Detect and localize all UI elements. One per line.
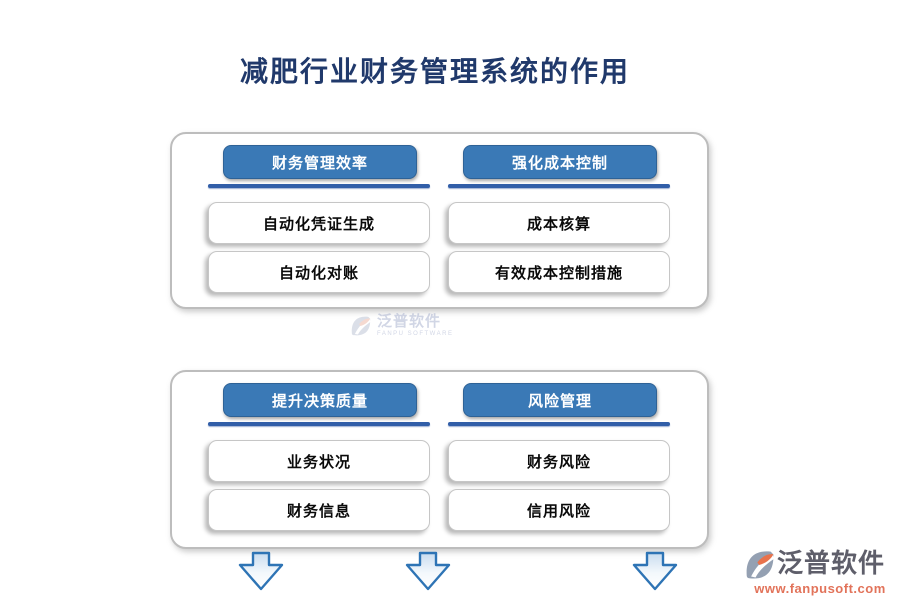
brand-website: www.fanpusoft.com [754, 581, 886, 596]
group-header: 风险管理 [463, 383, 657, 417]
group-risk-management: 风险管理 财务风险 信用风险 [448, 372, 670, 547]
group-header: 强化成本控制 [463, 145, 657, 179]
section-card-bottom: 提升决策质量 业务状况 财务信息 风险管理 财务风险 信用风险 [170, 370, 709, 549]
list-item: 财务风险 [448, 440, 670, 482]
group-header: 提升决策质量 [223, 383, 417, 417]
list-item: 有效成本控制措施 [448, 251, 670, 293]
brand-logo-row: 泛普软件 [744, 549, 896, 581]
group-financial-efficiency: 财务管理效率 自动化凭证生成 自动化对账 [208, 134, 430, 307]
list-item: 自动化对账 [208, 251, 430, 293]
watermark-text: 泛普软件 FANPU SOFTWARE [377, 314, 453, 337]
brand-name: 泛普软件 [777, 548, 886, 578]
list-item: 业务状况 [208, 440, 430, 482]
down-arrow-icon [632, 551, 678, 591]
watermark-brand: 泛普软件 [377, 313, 442, 330]
divider-line [208, 422, 430, 426]
divider-line [448, 184, 670, 188]
group-decision-quality: 提升决策质量 业务状况 财务信息 [208, 372, 430, 547]
watermark-brand-en: FANPU SOFTWARE [377, 331, 454, 337]
section-card-top: 财务管理效率 自动化凭证生成 自动化对账 强化成本控制 成本核算 有效成本控制措… [170, 132, 709, 309]
group-cost-control: 强化成本控制 成本核算 有效成本控制措施 [448, 134, 670, 307]
down-arrow-icon [238, 551, 284, 591]
list-item: 自动化凭证生成 [208, 202, 430, 244]
list-item: 财务信息 [208, 489, 430, 531]
brand-logo-block: 泛普软件 www.fanpusoft.com [744, 549, 896, 596]
group-header: 财务管理效率 [223, 145, 417, 179]
down-arrow-icon [405, 551, 451, 591]
list-item: 成本核算 [448, 202, 670, 244]
center-watermark: 泛普软件 FANPU SOFTWARE [350, 314, 453, 337]
page-title: 减肥行业财务管理系统的作用 [239, 57, 630, 88]
divider-line [448, 422, 670, 426]
fanpu-logo-icon [351, 316, 371, 335]
fanpu-logo-icon [746, 551, 775, 579]
divider-line [208, 184, 430, 188]
list-item: 信用风险 [448, 489, 670, 531]
